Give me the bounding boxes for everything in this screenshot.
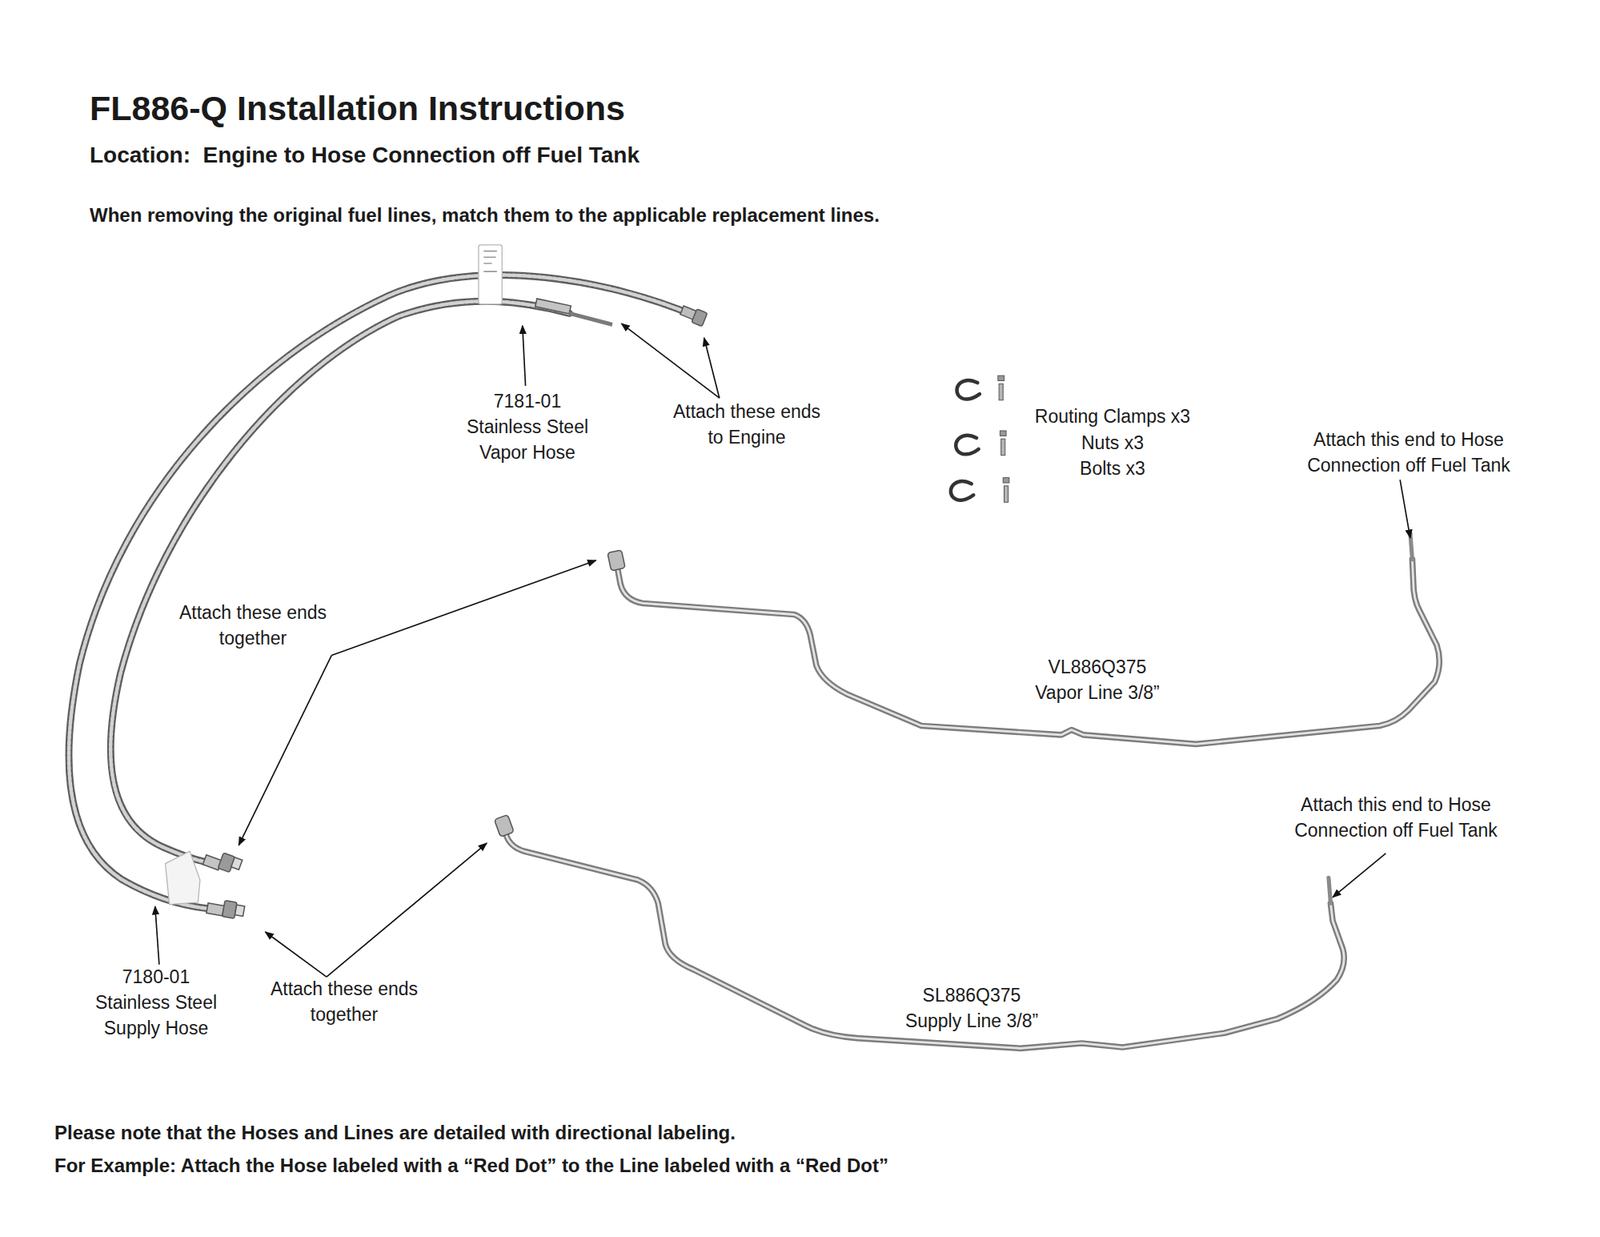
leader-arrow (522, 325, 526, 386)
bolt (1001, 438, 1006, 455)
tube-nut (493, 814, 514, 838)
hose-tag (478, 244, 502, 305)
callout-text: Attach these ends together (264, 975, 425, 1027)
leader-arrow (238, 654, 332, 845)
leader-arrow (621, 323, 719, 398)
nut (999, 430, 1007, 436)
nut (998, 375, 1005, 381)
callout-text: Attach this end to Hose Connection off F… (1299, 426, 1520, 478)
hose-braid (110, 300, 570, 863)
tube-highlight (505, 834, 1344, 1048)
leader-arrow (264, 931, 326, 977)
vapor-hose (110, 300, 570, 863)
nut-face (234, 904, 245, 916)
footer-note: For Example: Attach the Hose labeled wit… (54, 1153, 1536, 1178)
hardware (950, 375, 1010, 502)
part-label: 7181-01 Stainless Steel Vapor Hose (461, 388, 594, 466)
routing-clamp (950, 481, 974, 500)
supply-hose (68, 275, 694, 910)
bolt (1004, 485, 1009, 502)
vapor-line (607, 532, 1440, 744)
hex-nut (691, 308, 708, 327)
leader-arrow (155, 906, 160, 965)
hose-braid (68, 275, 694, 910)
callout-text: Attach these ends together (172, 599, 333, 651)
hose-braid (110, 300, 570, 863)
steel-tube (505, 834, 1344, 1048)
leader-arrow (1399, 479, 1411, 538)
callout-text: Attach these ends to Engine (669, 398, 826, 450)
callout-text: Attach this end to Hose Connection off F… (1286, 791, 1507, 843)
part-label: VL886Q375 Vapor Line 3/8” (1027, 653, 1168, 706)
nut-face (231, 857, 243, 870)
leader-arrow (704, 337, 720, 398)
hardware-label: Bolts x3 (1008, 455, 1217, 482)
location-subtitle: Location: Engine to Hose Connection off … (89, 141, 1291, 169)
leader-arrow (326, 842, 487, 977)
hex-nut (222, 900, 238, 919)
steel-tube (617, 559, 1440, 745)
hose-braid (68, 275, 694, 910)
hardware-label: Routing Clamps x3 (1008, 403, 1217, 430)
leader-arrows (155, 323, 1411, 977)
footer-note: Please note that the Hoses and Lines are… (54, 1120, 1536, 1145)
hardware-label: Nuts x3 (1008, 429, 1217, 456)
intro-note: When removing the original fuel lines, m… (89, 203, 1451, 228)
leader-arrow (1332, 853, 1386, 898)
tag-print (483, 251, 498, 272)
crimp-sleeve (535, 298, 572, 314)
routing-clamp (955, 435, 979, 454)
part-label: 7180-01 Stainless Steel Supply Hose (90, 963, 223, 1041)
tube-highlight (617, 559, 1440, 745)
page-title: FL886-Q Installation Instructions (89, 88, 1371, 129)
tube-tip (1328, 877, 1332, 903)
supply-line (493, 814, 1344, 1049)
leader-arrow (331, 560, 596, 656)
crimp-sleeve (206, 902, 225, 916)
bolt (998, 383, 1003, 400)
tube-nut (607, 549, 626, 571)
part-label: SL886Q375 Supply Line 3/8” (899, 982, 1044, 1034)
hose-tag (165, 850, 201, 904)
tube-end (569, 312, 613, 325)
nut (1002, 477, 1010, 483)
routing-clamp (956, 380, 979, 399)
part-tags (165, 244, 503, 905)
